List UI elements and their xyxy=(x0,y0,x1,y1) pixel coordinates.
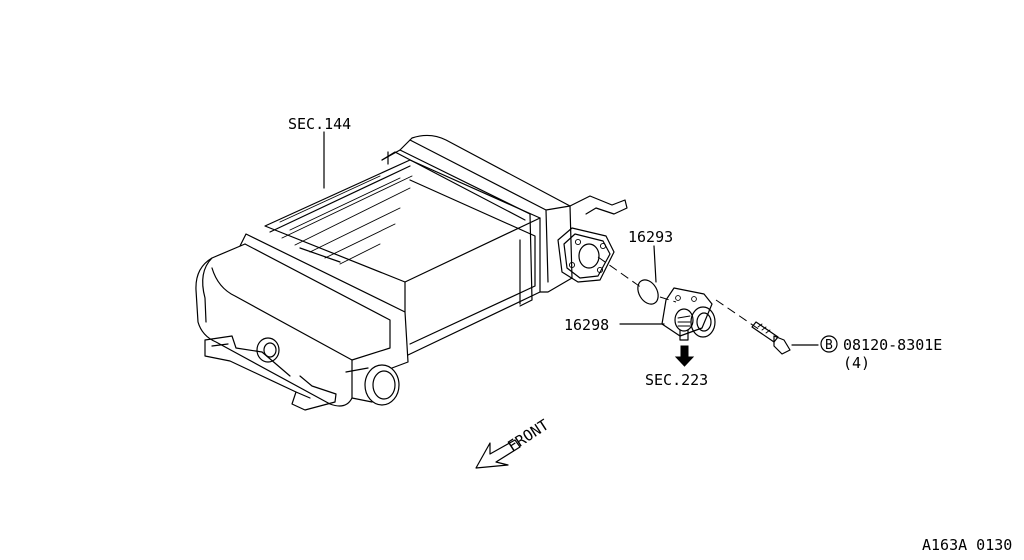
label-bolt-number: 08120-8301E xyxy=(843,336,942,354)
label-figure-code: A163A 0130 xyxy=(922,536,1012,554)
label-bolt-marker: B xyxy=(825,338,833,353)
label-sec-223: SEC.223 xyxy=(645,371,708,389)
bolt xyxy=(751,321,791,355)
label-front: FRONT xyxy=(504,416,552,456)
label-part-16293: 16293 xyxy=(628,228,673,246)
label-sec-144: SEC.144 xyxy=(288,115,351,133)
arrow-down-icon xyxy=(674,345,695,367)
valve-16298 xyxy=(661,287,716,341)
gasket-16293 xyxy=(637,279,659,305)
canister-assembly xyxy=(195,134,628,411)
label-bolt-qty: (4) xyxy=(843,354,870,372)
bolt-marker-circle xyxy=(820,335,838,353)
front-arrow-icon xyxy=(475,439,521,469)
label-part-16298: 16298 xyxy=(564,316,609,334)
